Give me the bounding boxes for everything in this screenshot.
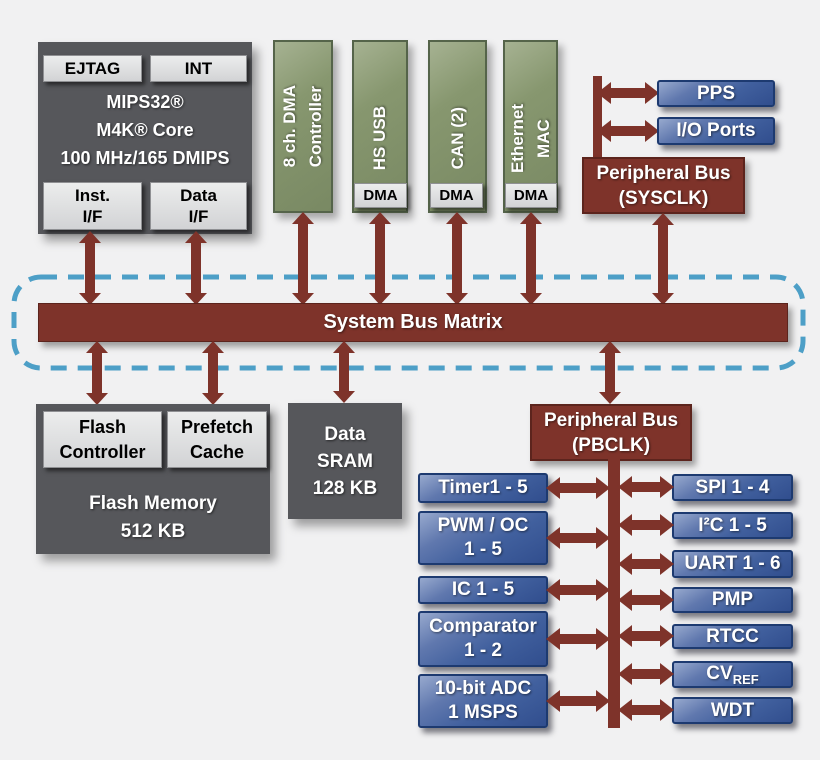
cvref-main-text: CV (706, 663, 733, 684)
timer-arrow (546, 477, 610, 499)
pmp-block: PMP (672, 587, 793, 613)
uart-arrow (618, 553, 674, 575)
comparator-label: Comparator 1 - 2 (429, 616, 537, 661)
peripheral-bus-pbclk-block: Peripheral Bus (PBCLK) (530, 404, 692, 461)
pps-arrow (597, 82, 659, 104)
ic-arrow (546, 579, 610, 601)
can-label: CAN (2) (447, 107, 467, 170)
flash-controller-bus-arrow (86, 341, 108, 405)
ethernet-mac-label: Ethernet MAC (507, 104, 553, 173)
usb-dma-block: DMA (354, 183, 407, 208)
pbclk-bus-line (608, 459, 620, 728)
ethernet-dma-block: DMA (505, 183, 557, 208)
spi-arrow (618, 476, 674, 498)
i2c-arrow (618, 514, 674, 536)
pmp-label: PMP (711, 589, 754, 610)
sram-bus-arrow (333, 341, 355, 403)
cvref-label: CVREF (706, 662, 758, 687)
ic-block: IC 1 - 5 (418, 576, 548, 604)
prefetch-cache-block: Prefetch Cache (167, 411, 267, 468)
inst-if-block: Inst. I/F (43, 182, 142, 230)
wdt-block: WDT (672, 697, 793, 724)
uart-label: UART 1 - 6 (684, 553, 781, 574)
wdt-label: WDT (710, 699, 755, 721)
dma-controller-label: 8 ch. DMA Controller (280, 85, 325, 168)
pwm-oc-arrow (546, 527, 610, 549)
pwm-oc-label: PWM / OC 1 - 5 (437, 515, 529, 560)
rtcc-block: RTCC (672, 624, 793, 649)
flash-controller-block: Flash Controller (43, 411, 162, 468)
data-sram-block: Data SRAM 128 KB (288, 403, 402, 519)
dma-controller-block: 8 ch. DMA Controller (273, 40, 333, 213)
pwm-oc-block: PWM / OC 1 - 5 (418, 511, 548, 565)
io-ports-block: I/O Ports (657, 117, 775, 145)
sysclk-bus-arrow (652, 213, 674, 305)
adc-block: 10-bit ADC 1 MSPS (418, 674, 548, 728)
io-ports-label: I/O Ports (676, 120, 756, 141)
pps-block: PPS (657, 80, 775, 107)
core-title: MIPS32® M4K® Core 100 MHz/165 DMIPS (60, 92, 230, 168)
ethernet-bus-arrow (520, 212, 542, 305)
uart-block: UART 1 - 6 (672, 550, 793, 578)
cvref-subscript-text: REF (732, 672, 759, 687)
flash-memory-label: Flash Memory 512 KB (89, 493, 217, 542)
inst-if-bus-arrow (79, 231, 101, 305)
system-bus-matrix: System Bus Matrix (38, 303, 788, 342)
rtcc-arrow (618, 625, 674, 647)
dma-bus-arrow (292, 212, 314, 305)
i2c-label: I²C 1 - 5 (698, 514, 767, 536)
flash-memory-block: Flash Controller Prefetch Cache Flash Me… (36, 404, 270, 554)
io-ports-arrow (597, 120, 659, 142)
cvref-arrow (618, 663, 674, 685)
adc-label: 10-bit ADC 1 MSPS (434, 678, 532, 723)
usb-bus-arrow (369, 212, 391, 305)
int-block: INT (150, 55, 247, 82)
comparator-arrow (546, 628, 610, 650)
can-dma-block: DMA (430, 183, 483, 208)
spi-label: SPI 1 - 4 (695, 476, 770, 498)
rtcc-label: RTCC (706, 625, 759, 647)
mips-core-block: EJTAG INT MIPS32® M4K® Core 100 MHz/165 … (38, 42, 252, 234)
hs-usb-label: HS USB (370, 106, 389, 171)
pps-label: PPS (696, 82, 736, 104)
pbclk-bus-arrow (599, 341, 621, 404)
spi-block: SPI 1 - 4 (672, 474, 793, 501)
timer-block: Timer1 - 5 (418, 473, 548, 503)
ejtag-block: EJTAG (43, 55, 142, 82)
data-if-bus-arrow (185, 231, 207, 305)
wdt-arrow (618, 699, 674, 721)
pmp-arrow (618, 589, 674, 611)
can-bus-arrow (446, 212, 468, 305)
peripheral-bus-sysclk-block: Peripheral Bus (SYSCLK) (582, 157, 745, 214)
cvref-block: CVREF (672, 661, 793, 688)
adc-arrow (546, 690, 610, 712)
timer-label: Timer1 - 5 (438, 477, 528, 498)
i2c-block: I²C 1 - 5 (672, 512, 793, 539)
ic-label: IC 1 - 5 (451, 579, 515, 600)
prefetch-bus-arrow (202, 341, 224, 405)
comparator-block: Comparator 1 - 2 (418, 611, 548, 667)
data-if-block: Data I/F (150, 182, 247, 230)
sysclk-bus-line (593, 76, 602, 158)
